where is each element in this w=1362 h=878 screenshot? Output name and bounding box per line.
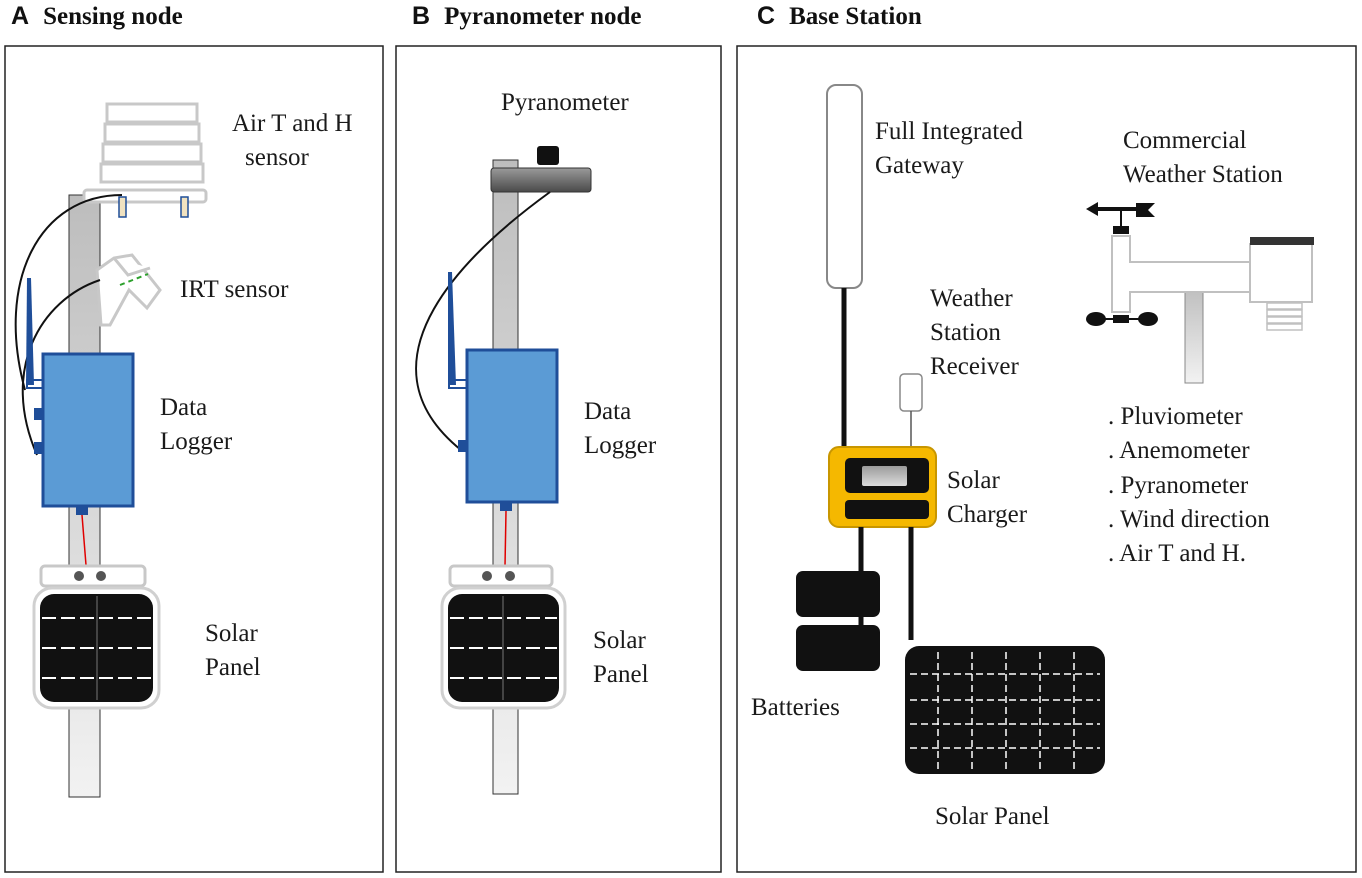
ws-mast [1184,284,1204,384]
mount-bolt-b2 [505,571,515,581]
pyranometer-node-graphic [415,146,592,795]
panel-a-title: A Sensing node [11,2,183,31]
solar-panel-b-label-line1: Solar [593,627,646,654]
panel-c-title-text: Base Station [789,3,922,30]
panel-c-letter: C [757,2,776,30]
pyranometer-arm [490,167,592,193]
logger-port-a1 [34,408,43,420]
cable-pyranometer [415,191,551,451]
solar-panel-a-label-line1: Solar [205,620,258,647]
solar-panel-a-label-line2: Panel [205,654,261,681]
air-th-sensor-shield [82,102,208,204]
weather-receiver [899,373,923,412]
cable-air-th [14,194,123,391]
ws-radiation-fins [1266,302,1303,331]
data-logger-a-label-line2: Logger [160,428,233,455]
receiver-label-line3: Receiver [930,353,1019,380]
logger-port-a3 [76,505,88,515]
panel-b-title-text: Pyranometer node [444,3,642,30]
solar-mount-a [39,564,147,588]
air-th-probe-left [118,196,127,218]
data-logger-a [41,352,135,508]
gateway-label-line1: Full Integrated [875,118,1023,145]
data-logger-a-label-line1: Data [160,394,208,421]
anemometer-cup-right [1138,312,1158,326]
sensor-list-item: . Air T and H. [1108,540,1246,567]
charger-display [862,466,907,486]
solar-panel-b-label-line2: Panel [593,661,649,688]
solar-mount-b [448,564,554,588]
weather-station-label-line2: Weather Station [1123,161,1283,188]
ws-rain-cap [1250,237,1314,245]
logger-port-b1 [458,440,467,452]
weather-station-label-line1: Commercial [1123,127,1247,154]
irt-sensor [95,253,162,327]
panel-a-letter: A [11,2,30,30]
wind-vane-collar [1113,226,1129,234]
irt-sensor-label: IRT sensor [180,276,289,303]
panel-a-title-text: Sensing node [43,3,183,30]
air-th-probe-right [180,196,189,218]
solar-charger-label-line2: Charger [947,501,1028,528]
battery-2 [796,625,880,671]
logger-port-b2 [500,501,512,511]
data-logger-b-label-line2: Logger [584,432,657,459]
antenna-b [448,272,456,385]
charger-terminals [845,500,929,519]
power-wire-a [81,514,87,566]
data-logger-b [465,348,559,504]
battery-1 [796,571,880,617]
logger-port-a2 [34,442,43,454]
air-th-sensor-label-line2: sensor [245,144,309,171]
panel-b-title: B Pyranometer node [412,2,641,31]
mount-bolt-a2 [96,571,106,581]
antenna-a [26,278,34,385]
batteries-label: Batteries [751,694,840,721]
commercial-weather-station [1086,202,1314,384]
solar-panel-c [905,646,1105,774]
solar-panel-c-label: Solar Panel [935,803,1050,830]
mount-bolt-b1 [482,571,492,581]
data-logger-b-label-line1: Data [584,398,632,425]
sensor-list-item: . Pyranometer [1108,472,1249,499]
pyranometer-label: Pyranometer [501,89,629,116]
gateway-label-line2: Gateway [875,152,964,179]
solar-charger-label-line1: Solar [947,467,1000,494]
air-th-sensor-label-line1: Air T and H [232,110,353,137]
anemometer-cup-left [1086,312,1106,326]
sensor-list-item: . Pluviometer [1108,403,1243,430]
receiver-label-line1: Weather [930,285,1013,312]
panel-b-letter: B [412,2,431,30]
pyranometer-head [537,146,559,165]
wind-vane-arrow [1086,202,1138,216]
sensing-node-graphic [14,102,208,798]
base-station-graphic [796,84,1314,774]
ws-sensor-housing [1249,243,1313,303]
panel-c-title: C Base Station [757,2,922,31]
power-wire-b [504,510,507,567]
mount-bolt-a1 [74,571,84,581]
wind-vane-tail [1136,203,1155,217]
sensor-list-item: . Anemometer [1108,437,1250,464]
sensor-list-item: . Wind direction [1108,506,1270,533]
anemometer-hub [1113,315,1129,323]
gateway-antenna [826,84,863,289]
receiver-label-line2: Station [930,319,1001,346]
solar-panel-c-gridlines [910,652,1100,770]
